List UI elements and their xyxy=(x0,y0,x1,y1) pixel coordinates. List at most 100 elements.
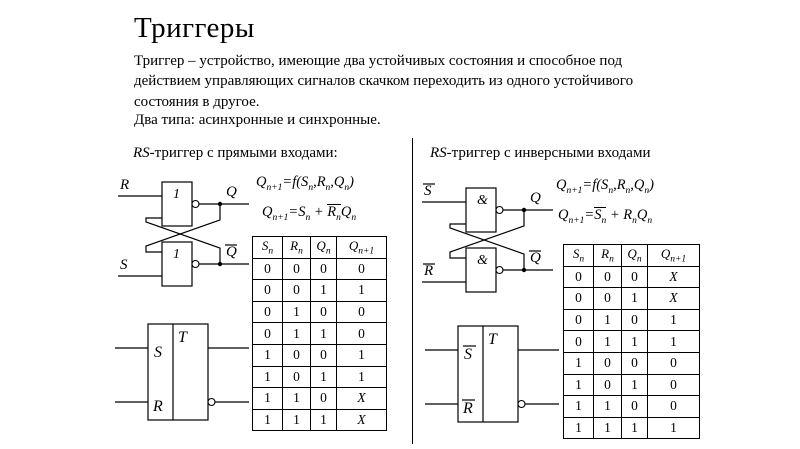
table-cell: 1 xyxy=(252,365,283,389)
table-cell: 1 xyxy=(336,365,387,389)
right-formula-general: Qn+1=f(Sn,Rn,Qn) xyxy=(556,177,654,196)
rs-direct-circuit: 1 1 R S Q Q xyxy=(118,177,249,287)
table-cell: 1 xyxy=(593,395,622,418)
table-cell: 0 xyxy=(310,343,337,367)
right-formula-characteristic: Qn+1=Sn + RnQn xyxy=(558,207,653,226)
section-divider xyxy=(412,138,413,444)
left-formula-general: Qn+1=f(Sn,Rn,Qn) xyxy=(256,174,354,193)
table-cell: 1 xyxy=(647,308,700,332)
table-col-header: Sn xyxy=(252,236,283,259)
block-body xyxy=(457,325,519,423)
table-cell: 1 xyxy=(282,408,311,432)
block-type-label: T xyxy=(178,329,188,346)
block-input-top-label: S xyxy=(154,344,162,361)
table-cell: 0 xyxy=(563,330,594,353)
table-cell: 0 xyxy=(310,387,337,410)
output-bottom-label: Q xyxy=(226,244,237,260)
table-cell: 0 xyxy=(282,279,311,302)
table-col-header: Rn xyxy=(593,244,622,267)
left-section-heading: RS-триггер с прямыми входами: xyxy=(133,145,338,162)
table-cell: X xyxy=(647,287,700,310)
table-cell: 1 xyxy=(252,343,283,367)
output-top-label: Q xyxy=(226,184,237,200)
table-cell: 1 xyxy=(336,279,387,302)
table-cell: 0 xyxy=(282,257,311,281)
inverter-bubble-bottom xyxy=(495,265,504,275)
left-heading-rest: -триггер с прямыми входами: xyxy=(149,145,338,161)
table-cell: X xyxy=(647,265,700,289)
block-input-bottom-label: R xyxy=(152,398,163,415)
gate-top-label: & xyxy=(477,193,488,208)
right-heading-rest: -триггер с инверсными входами xyxy=(446,145,651,161)
table-col-header: Qn+1 xyxy=(647,244,700,267)
table-cell: 0 xyxy=(563,287,594,310)
table-cell: 0 xyxy=(647,373,700,397)
table-cell: 1 xyxy=(563,351,594,375)
table-cell: 0 xyxy=(647,395,700,418)
inverter-bubble-top xyxy=(191,199,200,209)
right-heading-rs: RS xyxy=(430,145,447,161)
left-formula-characteristic: Qn+1=Sn + RnQn xyxy=(262,204,357,223)
table-cell: 1 xyxy=(282,322,311,345)
table-cell: X xyxy=(336,387,387,410)
table-cell: 0 xyxy=(563,308,594,332)
table-cell: 0 xyxy=(593,373,622,397)
block-type-label: T xyxy=(488,331,498,348)
table-cell: 1 xyxy=(310,322,337,345)
input-bottom-label: S xyxy=(120,257,128,273)
intro-text: Триггер – устройство, имеющие два устойч… xyxy=(134,53,634,110)
types-text: Два типа: асинхронные и синхронные. xyxy=(134,112,381,128)
feedback-qbar-to-top-gate xyxy=(449,223,525,270)
feedback-qbar-to-top-gate xyxy=(145,217,221,264)
table-cell: 1 xyxy=(282,300,311,324)
feedback-q-to-bottom-gate xyxy=(449,210,525,259)
table-cell: 1 xyxy=(593,308,622,332)
table-cell: 0 xyxy=(282,343,311,367)
table-col-header: Qn+1 xyxy=(336,236,387,259)
output-bottom-label: Q xyxy=(530,250,541,266)
table-col-header: Rn xyxy=(282,236,311,259)
output-top-label: Q xyxy=(530,190,541,206)
gate-top-label: 1 xyxy=(173,187,180,202)
table-cell: 1 xyxy=(621,287,648,310)
table-cell: 0 xyxy=(336,322,387,345)
table-cell: 1 xyxy=(647,416,700,440)
feedback-q-to-bottom-gate xyxy=(145,204,221,253)
table-cell: 1 xyxy=(621,330,648,353)
table-cell: 1 xyxy=(563,373,594,397)
table-cell: 0 xyxy=(621,395,648,418)
table-cell: 0 xyxy=(252,257,283,281)
inverter-bubble-bottom xyxy=(191,259,200,269)
table-cell: 1 xyxy=(310,365,337,389)
input-top-label: S xyxy=(424,183,432,199)
table-cell: 0 xyxy=(336,257,387,281)
table-cell: 0 xyxy=(252,279,283,302)
table-col-header: Sn xyxy=(563,244,594,267)
table-cell: 1 xyxy=(621,373,648,397)
gate-bottom-label: & xyxy=(477,253,488,268)
block-inverter-bubble xyxy=(517,399,526,409)
table-cell: 1 xyxy=(593,416,622,440)
table-cell: 1 xyxy=(593,330,622,353)
table-cell: 1 xyxy=(252,408,283,432)
slide-title: Триггеры xyxy=(134,12,255,44)
table-cell: 1 xyxy=(282,387,311,410)
block-input-top-label: S xyxy=(464,346,472,363)
block-input-bottom-label: R xyxy=(462,400,473,417)
table-cell: X xyxy=(336,408,387,432)
table-cell: 0 xyxy=(621,308,648,332)
block-inverter-bubble xyxy=(207,397,216,407)
